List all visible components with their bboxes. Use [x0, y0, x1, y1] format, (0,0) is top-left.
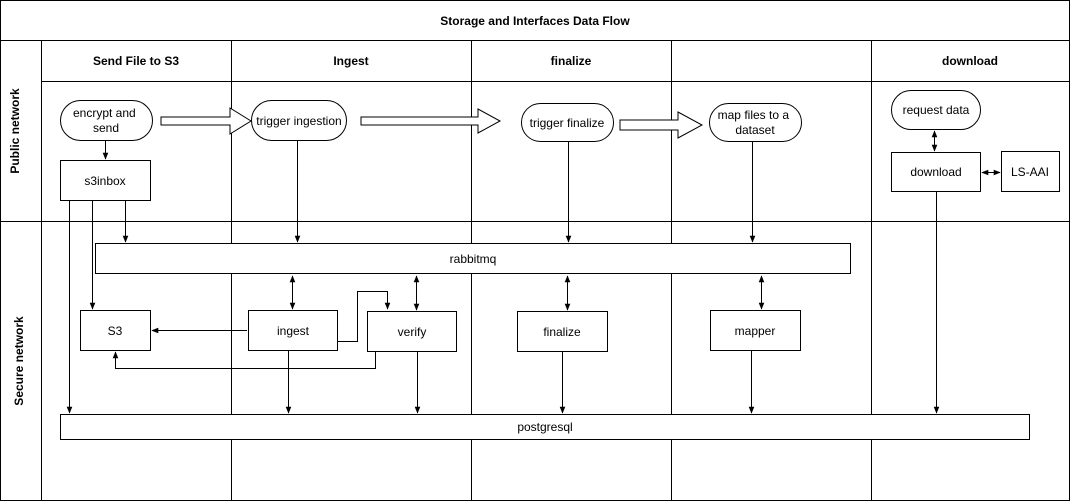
edge-verify-to-s3 [112, 351, 376, 369]
download-label: download [910, 165, 961, 179]
column-header-finalize: finalize [551, 54, 592, 68]
node-lsaai: LS-AAI [1001, 151, 1060, 192]
trigger-ingestion-label: trigger ingestion [256, 114, 341, 128]
lsaai-label: LS-AAI [1011, 165, 1049, 179]
svg-text:encrypt and send: encrypt and send [73, 106, 139, 135]
map-files-line-2: dataset [735, 123, 775, 137]
verify-label: verify [398, 325, 427, 339]
trigger-finalize-label: trigger finalize [530, 116, 605, 130]
request-data-label: request data [903, 103, 970, 117]
flow-arrow-1 [160, 107, 252, 135]
node-mapper: mapper [710, 310, 801, 351]
encrypt-send-line-2: send [93, 121, 119, 135]
hollow-arrows [160, 107, 704, 139]
node-postgresql: postgresql [60, 414, 1030, 440]
rabbitmq-label: rabbitmq [450, 252, 497, 266]
mapper-label: mapper [735, 324, 776, 338]
node-trigger-finalize: trigger finalize [521, 103, 614, 142]
node-verify: verify [367, 311, 457, 352]
node-trigger-ingestion: trigger ingestion [251, 100, 347, 141]
encrypt-send-line-1: encrypt and [73, 106, 136, 120]
postgresql-label: postgresql [517, 420, 572, 434]
svg-text:map files to a dataset: map files to a dataset [718, 108, 793, 137]
node-request-data: request data [891, 90, 981, 130]
diagram-title: Storage and Interfaces Data Flow [440, 14, 630, 28]
finalize-label: finalize [543, 325, 581, 339]
column-header-download: download [942, 54, 998, 68]
node-ingest: ingest [248, 310, 338, 351]
ingest-label: ingest [277, 324, 310, 338]
s3inbox-label: s3inbox [84, 174, 125, 188]
row-label-secure: Secure network [12, 316, 26, 406]
column-header-send: Send File to S3 [93, 54, 179, 68]
node-encrypt-and-send: encrypt and send [60, 100, 153, 141]
node-s3inbox: s3inbox [60, 160, 151, 201]
node-s3: S3 [80, 310, 151, 351]
row-label-public: Public network [8, 88, 22, 174]
flow-arrow-2 [360, 108, 502, 134]
flow-arrow-3 [619, 111, 704, 139]
node-finalize: finalize [517, 311, 608, 352]
map-files-line-1: map files to a [718, 108, 790, 122]
node-map-files: map files to a dataset [709, 103, 802, 142]
column-header-ingest: Ingest [333, 54, 368, 68]
node-rabbitmq: rabbitmq [95, 243, 851, 274]
connectors [66, 130, 1001, 414]
s3-label: S3 [108, 324, 123, 338]
node-download: download [891, 152, 981, 192]
edge-ingest-to-verify [338, 291, 391, 342]
